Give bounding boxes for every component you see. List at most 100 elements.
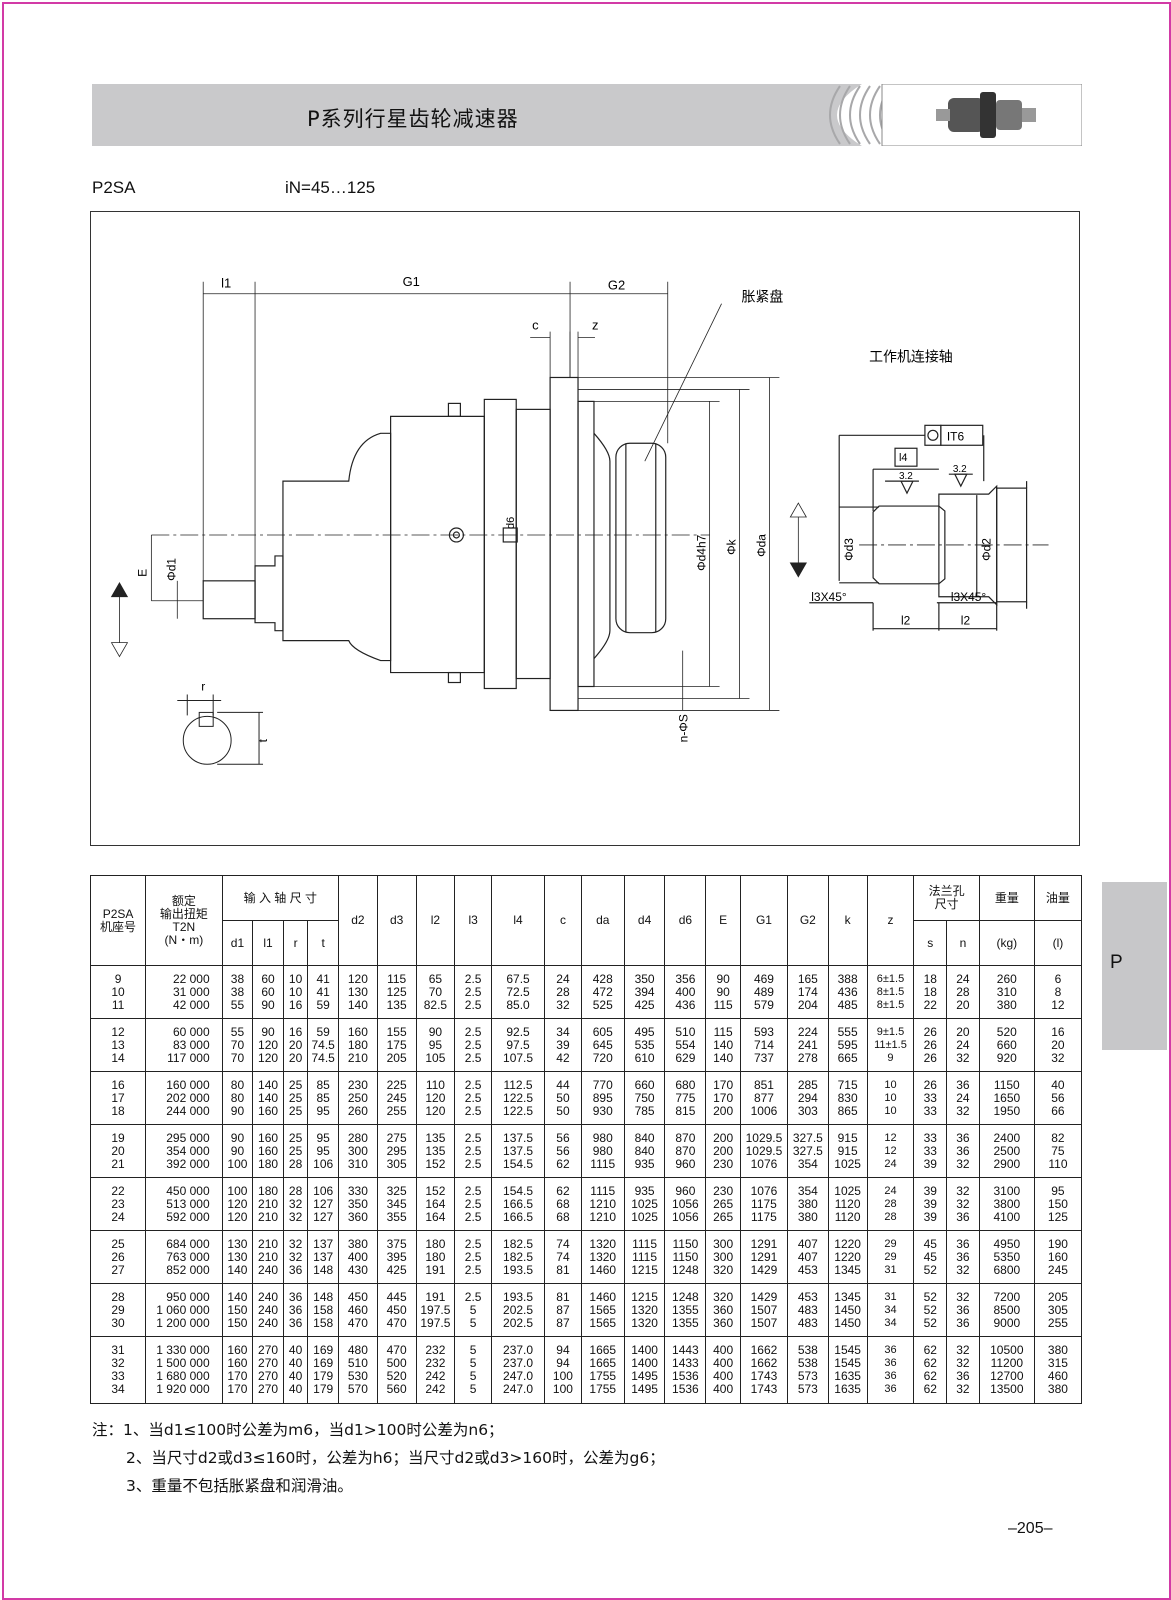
table-cell: 1076 1175 1175 [739, 1177, 788, 1231]
table-cell: 95 95 106 [307, 1124, 339, 1178]
table-cell: 1150 1150 1248 [664, 1230, 707, 1284]
table-cell: 130 130 140 [221, 1230, 254, 1284]
table-cell: 684 000 763 000 852 000 [145, 1230, 223, 1284]
table-cell: 2400 2500 2900 [978, 1124, 1035, 1178]
table-cell: 22 000 31 000 42 000 [145, 965, 223, 1019]
label-expansion-disc: 胀紧盘 [742, 289, 784, 305]
label-z: z [592, 318, 598, 333]
table-cell: 480 510 530 570 [337, 1336, 378, 1404]
table-cell: 605 645 720 [580, 1018, 625, 1072]
table-cell: 28 32 32 [282, 1177, 309, 1231]
table-cell: 16 17 18 [89, 1071, 147, 1125]
table-cell: 148 158 158 [307, 1283, 339, 1337]
table-cell: 935 1025 1025 [623, 1177, 666, 1231]
table-cell: 660 750 785 [623, 1071, 666, 1125]
table-cell: 1248 1355 1355 [664, 1283, 707, 1337]
table-cell: 38 38 55 [221, 965, 254, 1019]
table-cell: 200 200 230 [705, 1124, 741, 1178]
table-cell: 7200 8500 9000 [978, 1283, 1035, 1337]
table-cell: 1029.5 1029.5 1076 [739, 1124, 788, 1178]
table-cell: 3100 3800 4100 [978, 1177, 1035, 1231]
table-cell: 24 28 32 [544, 965, 582, 1019]
table-cell: 1429 1507 1507 [739, 1283, 788, 1337]
table-cell: 950 000 1 060 000 1 200 000 [145, 1283, 223, 1337]
spec-table: P2SA 机座号 额定 输出扭矩 T2N (N・m) 输 入 轴 尺 寸 d2 … [89, 875, 1083, 1404]
header-banner [92, 84, 1082, 146]
table-cell: 100 120 120 [221, 1177, 254, 1231]
table-cell: 25 25 25 [282, 1071, 309, 1125]
table-cell: 55 70 70 [221, 1018, 254, 1072]
table-cell: 25 25 28 [282, 1124, 309, 1178]
label-tolerance: IT6 [947, 429, 965, 443]
table-cell: 4950 5350 6800 [978, 1230, 1035, 1284]
table-cell: 36 36 32 [946, 1124, 980, 1178]
table-cell: 495 535 610 [623, 1018, 666, 1072]
table-cell: 10500 11200 12700 13500 [978, 1336, 1035, 1404]
table-cell: 90 120 120 [252, 1018, 284, 1072]
table-cell: 80 80 90 [221, 1071, 254, 1125]
table-cell: 380 400 430 [337, 1230, 378, 1284]
table-cell: 400 400 400 400 [705, 1336, 741, 1404]
table-cell: 470 500 520 560 [376, 1336, 417, 1404]
table-cell: 270 270 270 270 [252, 1336, 284, 1404]
table-cell: 62 68 68 [544, 1177, 582, 1231]
technical-drawing: l1 G1 G2 c z 胀紧盘 工作机连接轴 d6 Φd4h7 Φk Φda … [90, 211, 1080, 846]
table-cell: 469 489 579 [739, 965, 788, 1019]
table-cell: 1443 1433 1536 1536 [664, 1336, 707, 1404]
table-cell: 90 90 100 [221, 1124, 254, 1178]
section-tab: P [1102, 882, 1167, 1050]
table-cell: 25 26 27 [89, 1230, 147, 1284]
table-cell: 1115 1115 1215 [623, 1230, 666, 1284]
table-cell: 33 33 39 [913, 1124, 948, 1178]
table-cell: 330 350 360 [337, 1177, 378, 1231]
col-G1: G1 [739, 875, 788, 966]
table-cell: 44 50 50 [544, 1071, 582, 1125]
table-cell: 81 87 87 [544, 1283, 582, 1337]
table-cell: 510 554 629 [664, 1018, 707, 1072]
table-cell: 193.5 202.5 202.5 [491, 1283, 546, 1337]
table-cell: 24 28 28 [866, 1177, 915, 1231]
table-cell: 275 295 305 [376, 1124, 417, 1178]
table-cell: 2.5 2.5 2.5 [454, 1230, 493, 1284]
table-cell: 180 210 210 [252, 1177, 284, 1231]
table-cell: 520 660 920 [978, 1018, 1035, 1072]
table-cell: 170 170 200 [705, 1071, 741, 1125]
note-2: 2、当尺寸d2或d3≤160时，公差为h6；当尺寸d2或d3>160时，公差为g… [126, 1449, 665, 1467]
table-cell: 19 20 21 [89, 1124, 147, 1178]
table-cell: 851 877 1006 [739, 1071, 788, 1125]
table-cell: 110 120 120 [415, 1071, 456, 1125]
table-cell: 6±1.5 8±1.5 8±1.5 [866, 965, 915, 1019]
table-cell: 140 150 150 [221, 1283, 254, 1337]
col-s: s [913, 920, 948, 966]
table-cell: 31 34 34 [866, 1283, 915, 1337]
table-cell: 67.5 72.5 85.0 [491, 965, 546, 1019]
table-cell: 26 26 26 [913, 1018, 948, 1072]
col-da: da [580, 875, 625, 966]
table-cell: 325 345 355 [376, 1177, 417, 1231]
label-roughness-1: 3.2 [899, 471, 913, 482]
table-cell: 62 62 62 62 [913, 1336, 948, 1404]
table-cell: 34 39 42 [544, 1018, 582, 1072]
col-c: c [544, 875, 582, 966]
table-cell: 59 74.5 74.5 [307, 1018, 339, 1072]
label-k: Φk [725, 539, 739, 555]
label-G2: G2 [608, 278, 625, 293]
table-cell: 960 1056 1056 [664, 1177, 707, 1231]
table-cell: 106 127 127 [307, 1177, 339, 1231]
table-cell: 2.5 2.5 2.5 [454, 1177, 493, 1231]
table-cell: 538 538 573 573 [786, 1336, 829, 1404]
label-E: E [135, 569, 149, 577]
col-d2: d2 [337, 875, 378, 966]
table-cell: 6 8 12 [1033, 965, 1083, 1019]
table-cell: 2.5 2.5 2.5 [454, 1124, 493, 1178]
table-cell: 840 840 935 [623, 1124, 666, 1178]
col-weight: 重量 [978, 875, 1035, 921]
label-t: t [256, 738, 270, 742]
table-cell: 9 10 11 [89, 965, 147, 1019]
col-weight-unit: (kg) [978, 920, 1035, 966]
table-cell: 232 232 242 242 [415, 1336, 456, 1404]
table-cell: 90 95 105 [415, 1018, 456, 1072]
